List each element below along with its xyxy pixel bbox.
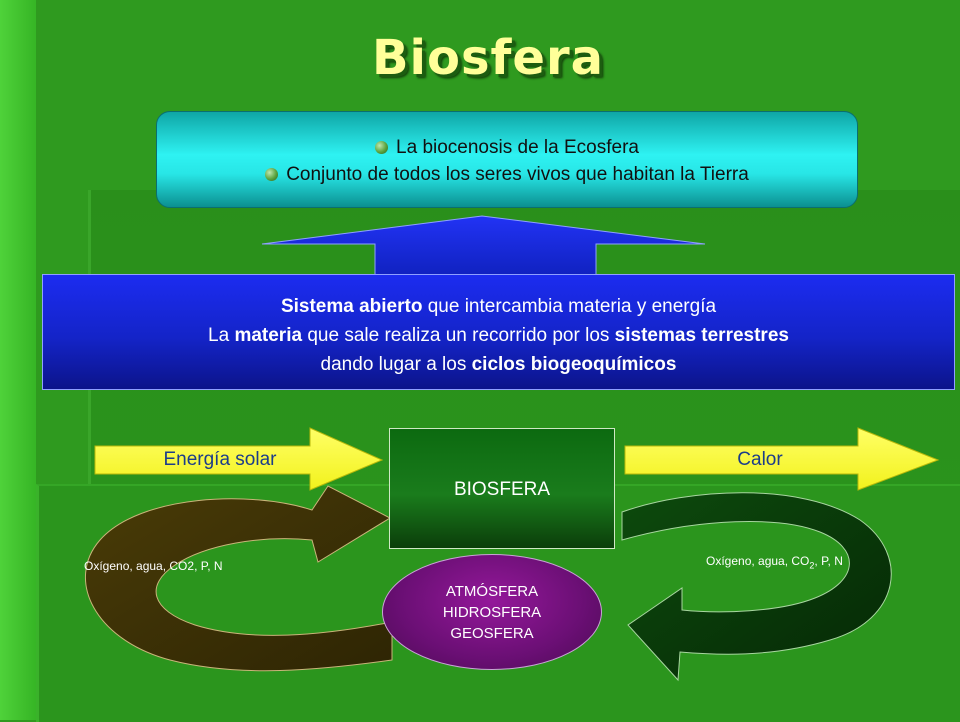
sphere-atmosphere: ATMÓSFERA	[445, 583, 539, 600]
definition-line-1: La biocenosis de la Ecosfera	[157, 134, 857, 161]
sphere-geosphere: GEOSFERA	[450, 625, 534, 642]
background-strip	[0, 0, 36, 720]
heat-output-arrow	[624, 427, 940, 491]
bullet-icon	[375, 141, 389, 154]
open-system-box: Sistema abierto que intercambia materia …	[42, 274, 955, 390]
up-arrow	[261, 215, 706, 276]
energy-input-label: Energía solar	[163, 449, 277, 470]
bullet-icon	[265, 168, 279, 181]
definition-line-2: Conjunto de todos los seres vivos que ha…	[157, 161, 857, 188]
left-cycle-label: Oxígeno, agua, CO2, P, N	[84, 559, 223, 573]
right-cycle-label: Oxígeno, agua, CO2, P, N	[706, 554, 843, 571]
energy-input-arrow	[94, 427, 384, 491]
sphere-hydrosphere: HIDROSFERA	[442, 604, 542, 621]
definition-box: La biocenosis de la Ecosfera Conjunto de…	[156, 111, 858, 208]
system-line-3: dando lugar a los ciclos biogeoquímicos	[320, 354, 677, 375]
biosfera-box: BIOSFERA	[389, 428, 615, 549]
system-line-2: La materia que sale realiza un recorrido…	[208, 325, 789, 346]
page-title: Biosfera	[371, 30, 605, 86]
system-line-1: Sistema abierto que intercambia materia …	[280, 296, 717, 317]
heat-output-label: Calor	[737, 449, 783, 470]
right-cycle-arrow	[621, 492, 892, 682]
left-cycle-arrow	[84, 485, 393, 672]
spheres-ellipse: ATMÓSFERA HIDROSFERA GEOSFERA	[382, 554, 602, 670]
